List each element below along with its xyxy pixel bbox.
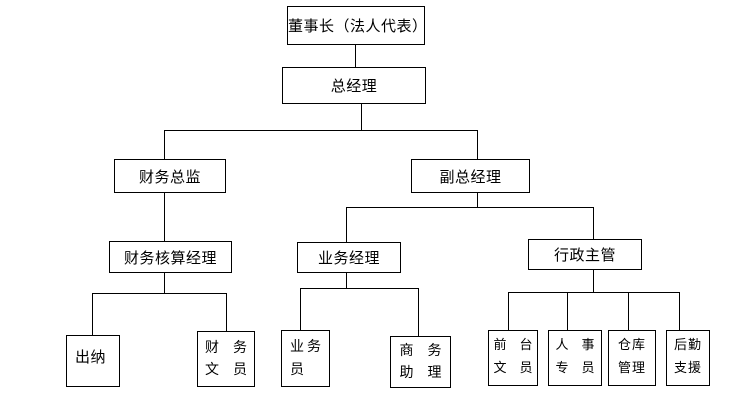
connector-line (567, 292, 568, 330)
connector-line (593, 207, 594, 239)
connector-line (508, 292, 509, 330)
connector-line (92, 293, 93, 335)
connector-line (418, 288, 419, 336)
connector-line (226, 293, 227, 331)
connector-line (361, 104, 362, 130)
node-logistics-support: 后勤 支援 (666, 330, 710, 386)
node-warehouse-management: 仓库 管理 (608, 330, 656, 386)
node-admin-supervisor: 行政主管 (528, 239, 642, 270)
node-chairman: 董事长（法人代表） (287, 6, 427, 45)
connector-line (164, 273, 165, 293)
connector-line (164, 193, 165, 241)
node-accounting-manager: 财务核算经理 (109, 241, 232, 273)
node-finance-director: 财务总监 (114, 159, 226, 193)
connector-line (92, 293, 227, 294)
node-finance-clerk: 财 务 文 员 (197, 331, 255, 387)
node-business-assistant: 商 务 助 理 (390, 336, 451, 388)
connector-line (164, 130, 165, 159)
connector-line (593, 270, 594, 292)
node-deputy-general-manager: 副总经理 (411, 159, 530, 193)
node-receptionist: 前 台 文 员 (488, 330, 538, 386)
node-business-manager: 业务经理 (297, 242, 401, 273)
connector-line (164, 130, 478, 131)
node-hr-specialist: 人 事 专 员 (548, 330, 602, 386)
node-salesperson: 业务 员 (281, 330, 330, 387)
connector-line (679, 292, 680, 330)
connector-line (346, 207, 594, 208)
node-cashier: 出纳 (66, 335, 120, 387)
connector-line (628, 292, 629, 330)
connector-line (346, 273, 347, 288)
connector-line (346, 207, 347, 242)
connector-line (508, 292, 680, 293)
connector-line (300, 288, 419, 289)
connector-line (355, 45, 356, 67)
connector-line (477, 193, 478, 207)
connector-line (300, 288, 301, 330)
node-general-manager: 总经理 (282, 67, 426, 104)
connector-line (477, 130, 478, 159)
